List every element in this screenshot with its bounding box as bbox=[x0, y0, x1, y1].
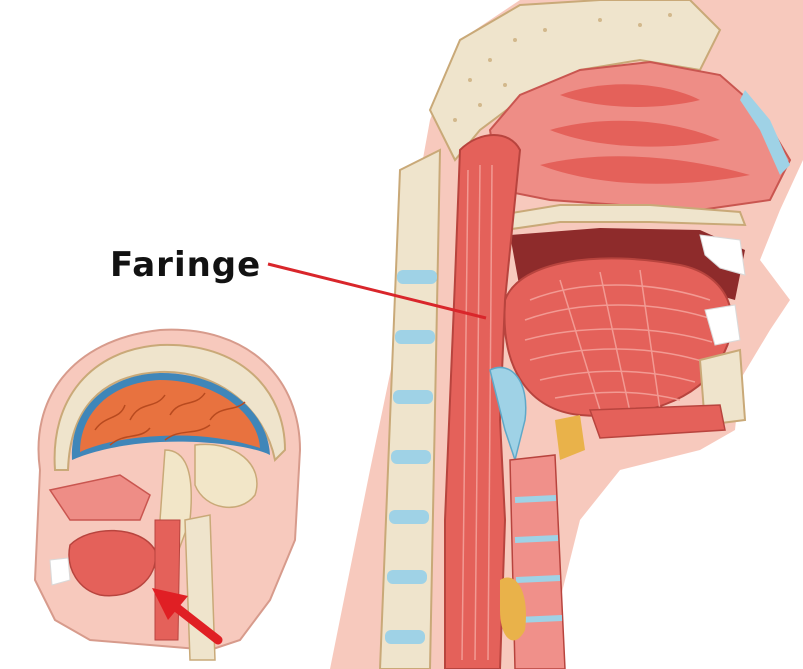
faringe-label: Faringe bbox=[110, 245, 261, 285]
pharynx-close-up bbox=[330, 0, 803, 669]
head-teeth bbox=[50, 558, 70, 585]
head-pharynx bbox=[155, 520, 180, 640]
